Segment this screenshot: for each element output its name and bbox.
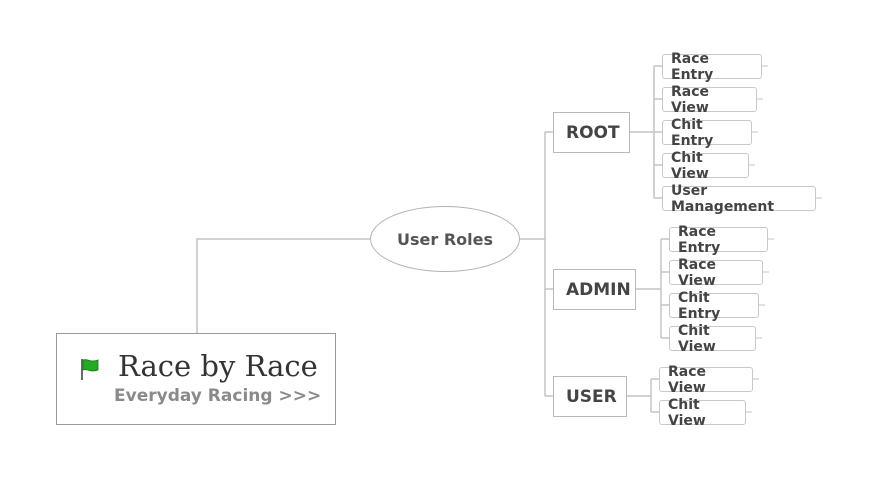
leaf-admin-chit-view[interactable]: Chit View xyxy=(669,323,756,355)
leaf-admin-race-entry[interactable]: Race Entry xyxy=(669,224,768,256)
brand-title: Race by Race xyxy=(118,349,318,383)
leaf-root-race-entry[interactable]: Race Entry xyxy=(662,51,762,83)
leaf-root-user-management[interactable]: User Management xyxy=(662,183,816,215)
role-node-root[interactable]: ROOT xyxy=(553,112,630,153)
leaf-user-chit-view[interactable]: Chit View xyxy=(659,397,746,429)
leaf-admin-race-view[interactable]: Race View xyxy=(669,257,763,289)
role-node-admin[interactable]: ADMIN xyxy=(553,269,636,310)
brand-box xyxy=(56,333,336,425)
leaf-root-chit-view[interactable]: Chit View xyxy=(662,150,749,182)
leaf-user-race-view[interactable]: Race View xyxy=(659,364,753,396)
role-node-user[interactable]: USER xyxy=(553,376,627,417)
leaf-admin-chit-entry[interactable]: Chit Entry xyxy=(669,290,759,322)
brand-subtitle: Everyday Racing >>> xyxy=(114,386,322,406)
center-node-user-roles[interactable]: User Roles xyxy=(370,206,520,272)
leaf-root-chit-entry[interactable]: Chit Entry xyxy=(662,117,752,149)
leaf-root-race-view[interactable]: Race View xyxy=(662,84,757,116)
green-flag-icon xyxy=(81,359,99,380)
